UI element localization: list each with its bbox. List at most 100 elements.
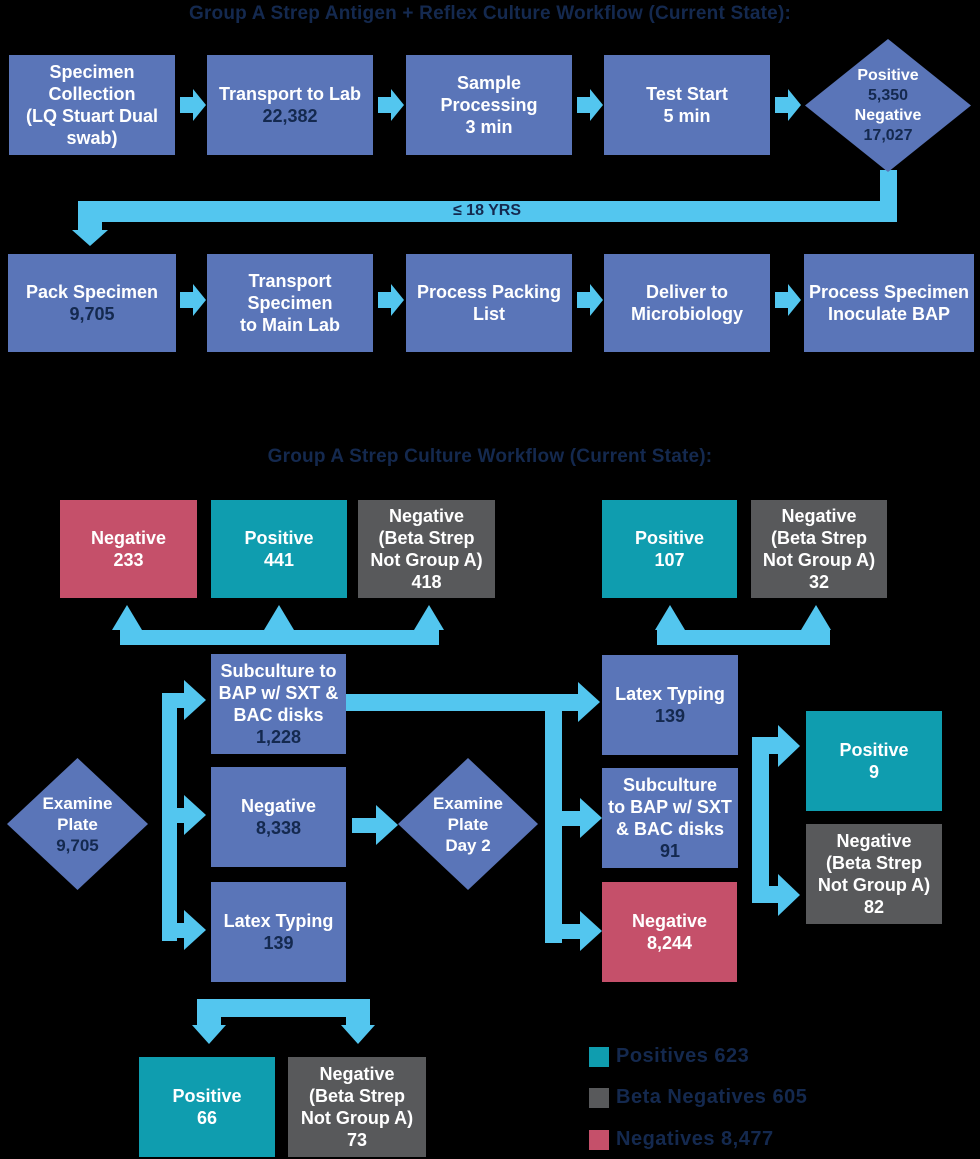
arrow-negative8338-to-day2-head: [376, 805, 398, 845]
age-branch-label: ≤ 18 YRS: [452, 202, 522, 219]
node-examine-plate-day2-line: Plate: [447, 814, 489, 834]
node-beta-negative-82-line: Negative: [836, 831, 912, 851]
node-subculture-91-line: & BAC disks: [615, 819, 725, 839]
node-negative-233-line: Negative: [90, 528, 167, 548]
arrow-to-subculture1228-stem: [162, 693, 184, 708]
node-examine-plate-day2-line: Examine: [433, 793, 503, 813]
node-antigen-result-diamond-line: Negative: [854, 106, 922, 124]
subculture91-split-line: [752, 737, 769, 903]
node-beta-negative-82-line: (Beta Strep: [825, 853, 923, 873]
day2-branch-line: [545, 694, 562, 943]
arrow-packinglist-to-deliver-head: [590, 284, 603, 316]
arrow-to-betanegative82-head: [778, 874, 800, 916]
node-pack-specimen-line: 9,705: [69, 304, 115, 324]
diagram2-title: Group A Strep Culture Workflow (Current …: [267, 446, 713, 467]
node-positive-66-line: Positive: [172, 1086, 242, 1106]
arrow-transport2-to-packinglist: [378, 292, 391, 308]
node-negative-8338-line: 8,338: [255, 818, 302, 838]
node-beta-negative-418-line: Negative: [388, 506, 465, 526]
branch-to-positive441-head: [264, 605, 294, 630]
node-positive-9-line: 9: [868, 762, 879, 782]
arrow-to-subculture1228-head: [184, 680, 206, 720]
arrow-processing-to-teststart: [577, 97, 590, 113]
node-examine-plate-day2-line: Day 2: [445, 835, 491, 855]
legend-swatch-positives: [589, 1046, 609, 1067]
node-beta-negative-73-line: Not Group A): [300, 1108, 414, 1128]
legend-swatch-negatives: [589, 1129, 609, 1150]
arrow-pack-to-transport2-head: [193, 284, 206, 316]
arrow-teststart-to-result: [775, 97, 788, 113]
node-beta-negative-73-line: (Beta Strep: [308, 1086, 406, 1106]
node-subculture-1228-line: BAP w/ SXT &: [218, 683, 339, 703]
legend-item-positives: Positives 623: [589, 1045, 750, 1067]
latex-left-split-bar: [197, 999, 370, 1017]
age-branch-down-stem: [78, 222, 102, 230]
node-beta-negative-32-line: 32: [808, 572, 830, 592]
node-antigen-result-diamond-line: Positive: [857, 66, 919, 84]
arrow-to-subculture91-head: [580, 798, 602, 838]
node-subculture-91-line: 91: [659, 841, 681, 861]
node-latex-typing-139-right-line: 139: [654, 706, 686, 726]
node-positive-441-line: Positive: [244, 528, 314, 548]
arrow-teststart-to-result-head: [788, 89, 801, 121]
node-test-start-line: 5 min: [663, 106, 711, 126]
arrow-negative8338-to-day2-stem: [352, 818, 376, 833]
arrow-to-positive9-stem: [752, 737, 778, 754]
arrow-packinglist-to-deliver: [577, 292, 590, 308]
branch-to-betanegative418-head: [414, 605, 444, 630]
node-beta-negative-73-line: 73: [346, 1130, 368, 1150]
arrow-specimen-to-transport: [180, 97, 193, 113]
node-process-packing-list-line: Process Packing: [416, 282, 562, 302]
node-deliver-to-microbiology-line: Deliver to: [645, 282, 729, 302]
age-branch-bar: [78, 201, 897, 222]
legend-item-beta-negatives: Beta Negatives 605: [589, 1086, 808, 1108]
node-positive-441-line: 441: [263, 550, 295, 570]
node-subculture-91-line: to BAP w/ SXT: [608, 797, 732, 817]
node-latex-typing-139-right-line: Latex Typing: [615, 684, 725, 704]
arrow-to-negative8338-head: [184, 795, 206, 835]
legend-label-beta-negatives: Beta Negatives 605: [616, 1086, 808, 1108]
legend-label-positives: Positives 623: [616, 1045, 750, 1067]
node-negative-8338-line: Negative: [240, 796, 317, 816]
arrow-specimen-to-transport-head: [193, 89, 206, 121]
branch-to-negative233-head: [112, 605, 142, 630]
node-pack-specimen-line: Pack Specimen: [25, 282, 159, 302]
node-latex-typing-139-left-line: Latex Typing: [223, 911, 334, 931]
node-beta-negative-418-line: Not Group A): [370, 550, 483, 570]
arrow-to-positive9-head: [778, 725, 800, 767]
node-beta-negative-73-line: Negative: [319, 1064, 395, 1084]
arrow-deliver-to-inoculate-head: [788, 284, 801, 316]
node-positive-107-line: 107: [654, 550, 685, 570]
node-sample-processing-line: 3 min: [465, 117, 513, 137]
arrow-to-latextyping-left-stem: [162, 923, 184, 938]
node-beta-negative-32-line: Negative: [781, 506, 857, 526]
node-antigen-result-diamond-line: 5,350: [867, 86, 909, 104]
node-subculture-91-line: Subculture: [622, 775, 717, 795]
arrow-to-negative8244-head: [580, 911, 602, 951]
node-negative-8244-line: Negative: [631, 911, 708, 931]
node-positive-107-line: Positive: [634, 528, 705, 548]
node-process-packing-list-line: List: [472, 304, 505, 324]
arrow-to-positive66-stem: [197, 1017, 221, 1025]
arrow-to-betanegative73-head: [341, 1025, 375, 1044]
node-specimen-collection-line: Specimen: [49, 62, 135, 82]
legend-item-negatives: Negatives 8,477: [589, 1128, 774, 1150]
arrow-transport2-to-packinglist-head: [391, 284, 404, 316]
node-examine-plate-line: 9,705: [56, 835, 99, 855]
node-process-specimen-inoculate-bap-line: Inoculate BAP: [827, 304, 951, 324]
node-beta-negative-82-line: Not Group A): [817, 875, 931, 895]
